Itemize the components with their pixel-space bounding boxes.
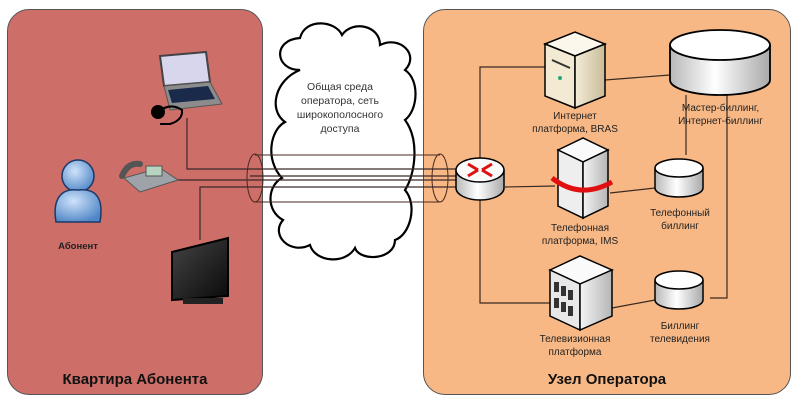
master-billing-database-icon <box>669 29 771 96</box>
label-line: платформа, BRAS <box>532 124 618 135</box>
label-line: платформа, IMS <box>541 236 619 247</box>
master-billing-label: Мастер-биллинг, Интернет-биллинг <box>668 102 773 128</box>
label-line: Интернет-биллинг <box>678 116 763 127</box>
label-line: Интернет <box>553 111 597 122</box>
cloud-label-line: доступа <box>320 123 360 135</box>
mainframe-icon <box>548 255 614 332</box>
cloud-label-line: оператора, сеть <box>301 95 379 107</box>
server-icon <box>542 31 608 110</box>
label-line: Телевизионная <box>539 334 611 345</box>
operator-zone-title: Узел Оператора <box>547 371 667 388</box>
router-icon <box>455 157 505 201</box>
label-line: телевидения <box>650 334 710 345</box>
label-line: Телефонный <box>650 208 710 219</box>
subscriber-apartment-zone: Квартира Абонента <box>7 9 263 395</box>
telephony-platform-label: Телефонная платформа, IMS <box>535 222 625 248</box>
cloud-label-line: Общая среда <box>307 81 373 93</box>
cloud-label: Общая среда оператора, сеть широкополосн… <box>280 80 400 136</box>
phone-billing-database-icon <box>654 158 704 198</box>
label-line: биллинг <box>661 221 699 232</box>
cable-bundle <box>246 153 449 203</box>
cloud-label-line: широкополосного <box>296 109 384 121</box>
subscriber-links <box>178 118 456 240</box>
operator-links <box>479 66 728 309</box>
broadband-cloud <box>269 22 417 261</box>
laptop-with-headset-icon <box>151 50 223 125</box>
user-icon <box>54 159 102 223</box>
label-line: Мастер-биллинг, <box>681 103 760 114</box>
tv-platform-label: Телевизионная платформа <box>530 333 620 359</box>
internet-platform-label: Интернет платформа, BRAS <box>530 110 620 136</box>
subscriber-label: Абонент <box>58 241 98 252</box>
label-line: платформа <box>548 347 602 358</box>
label-line: Телефонная <box>551 223 609 234</box>
label-line: Биллинг <box>660 321 700 332</box>
tv-billing-label: Биллинг телевидения <box>640 320 720 346</box>
tv-billing-database-icon <box>654 270 704 310</box>
ims-server-icon <box>550 137 614 220</box>
subscriber-zone-title: Квартира Абонента <box>62 371 208 388</box>
phone-billing-label: Телефонный биллинг <box>640 207 720 233</box>
tv-icon <box>171 236 229 304</box>
desk-phone-icon <box>119 160 180 193</box>
